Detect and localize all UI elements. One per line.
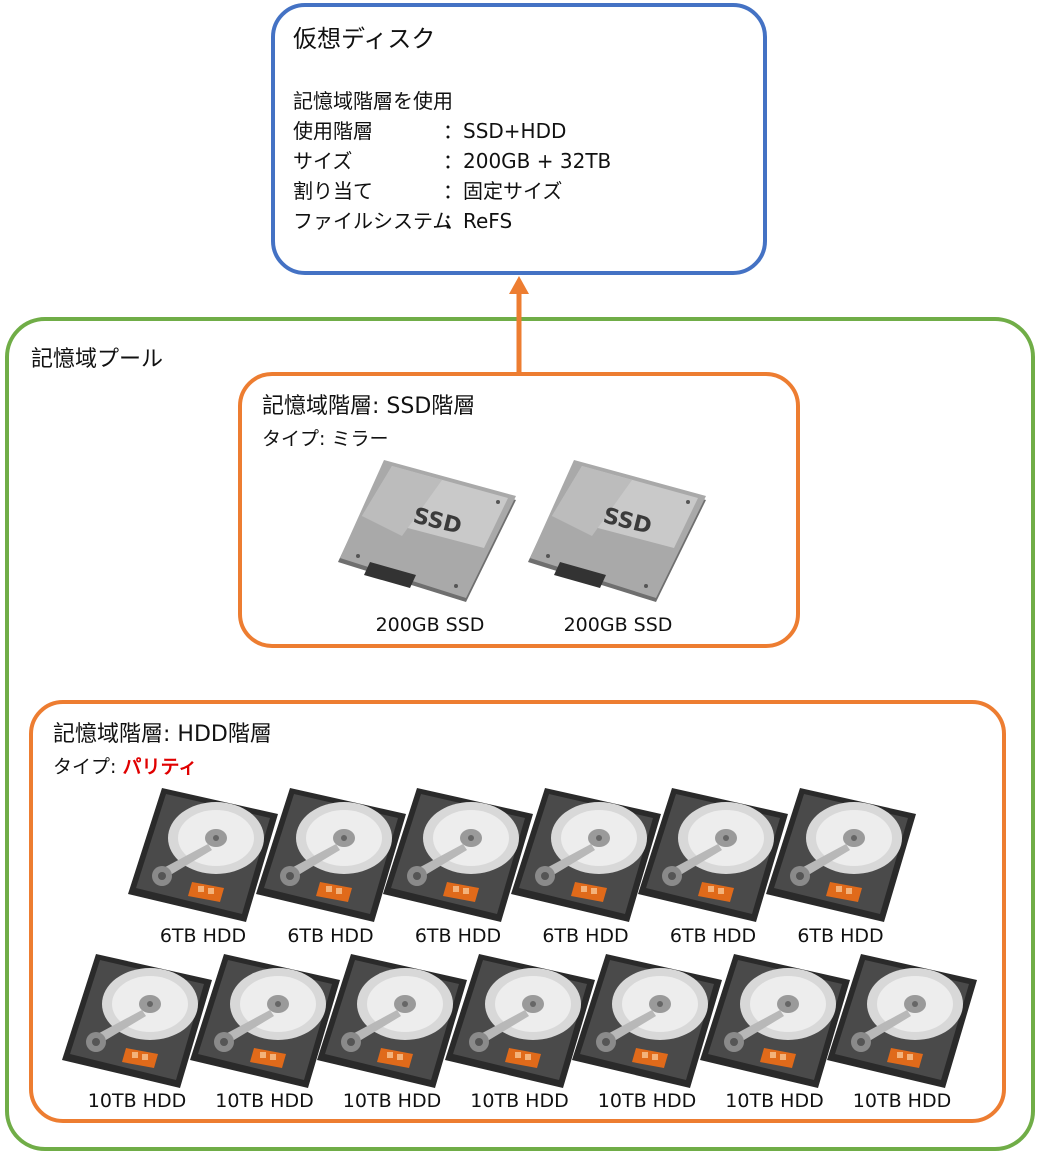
hdd-disk-label: 10TB HDD bbox=[725, 1090, 824, 1112]
hdd-disk-label: 10TB HDD bbox=[597, 1090, 697, 1112]
virtual-disk-box: 仮想ディスク 記憶域階層を使用 使用階層 ：SSD+HDD サイズ ：200GB… bbox=[271, 3, 767, 275]
hdd-tier-title: 記憶域階層: HDD階層 bbox=[53, 722, 272, 747]
type-label: タイプ: bbox=[53, 756, 123, 778]
arrow-head bbox=[509, 276, 529, 294]
spec-key: 使用階層 bbox=[293, 119, 373, 143]
hdd-disk-label: 10TB HDD bbox=[470, 1090, 569, 1112]
ssd-tier-title: 記憶域階層: SSD階層 bbox=[262, 394, 476, 419]
hdd-disk-label: 10TB HDD bbox=[215, 1090, 314, 1112]
ssd-tier-box: 記憶域階層: SSD階層 タイプ: ミラー bbox=[238, 372, 800, 648]
hdd-tier-type: タイプ: パリティ bbox=[53, 752, 197, 779]
spec-key: サイズ bbox=[293, 149, 353, 173]
type-label: タイプ: bbox=[262, 428, 332, 450]
spec-value: ：200GB + 32TB bbox=[443, 149, 612, 173]
hdd-disk-label: 6TB HDD bbox=[287, 925, 374, 947]
virtual-disk-note: 記憶域階層を使用 bbox=[293, 89, 453, 113]
virtual-disk-title: 仮想ディスク bbox=[293, 25, 436, 53]
ssd-disk-label: 200GB SSD bbox=[375, 614, 485, 636]
hdd-disk-label: 10TB HDD bbox=[87, 1090, 187, 1112]
storage-pool-title: 記憶域プール bbox=[31, 347, 164, 372]
spec-key: ファイルシステム bbox=[293, 209, 453, 233]
type-value: ミラー bbox=[331, 428, 389, 450]
spec-value: ：ReFS bbox=[443, 209, 513, 233]
hdd-disk-label: 6TB HDD bbox=[797, 925, 884, 947]
spec-value: ：固定サイズ bbox=[443, 179, 563, 203]
hdd-disk-label: 10TB HDD bbox=[342, 1090, 442, 1112]
hdd-disk-label: 6TB HDD bbox=[669, 925, 757, 947]
spec-value: ：SSD+HDD bbox=[443, 119, 567, 143]
hdd-disk-label: 6TB HDD bbox=[414, 925, 502, 947]
hdd-disk-label: 6TB HDD bbox=[542, 925, 629, 947]
hdd-disk-label: 6TB HDD bbox=[159, 925, 247, 947]
spec-key: 割り当て bbox=[293, 179, 373, 203]
ssd-tier-type: タイプ: ミラー bbox=[262, 424, 388, 451]
hdd-disk-label: 10TB HDD bbox=[852, 1090, 952, 1112]
type-value: パリティ bbox=[122, 756, 198, 778]
ssd-disk-label: 200GB SSD bbox=[563, 614, 673, 636]
